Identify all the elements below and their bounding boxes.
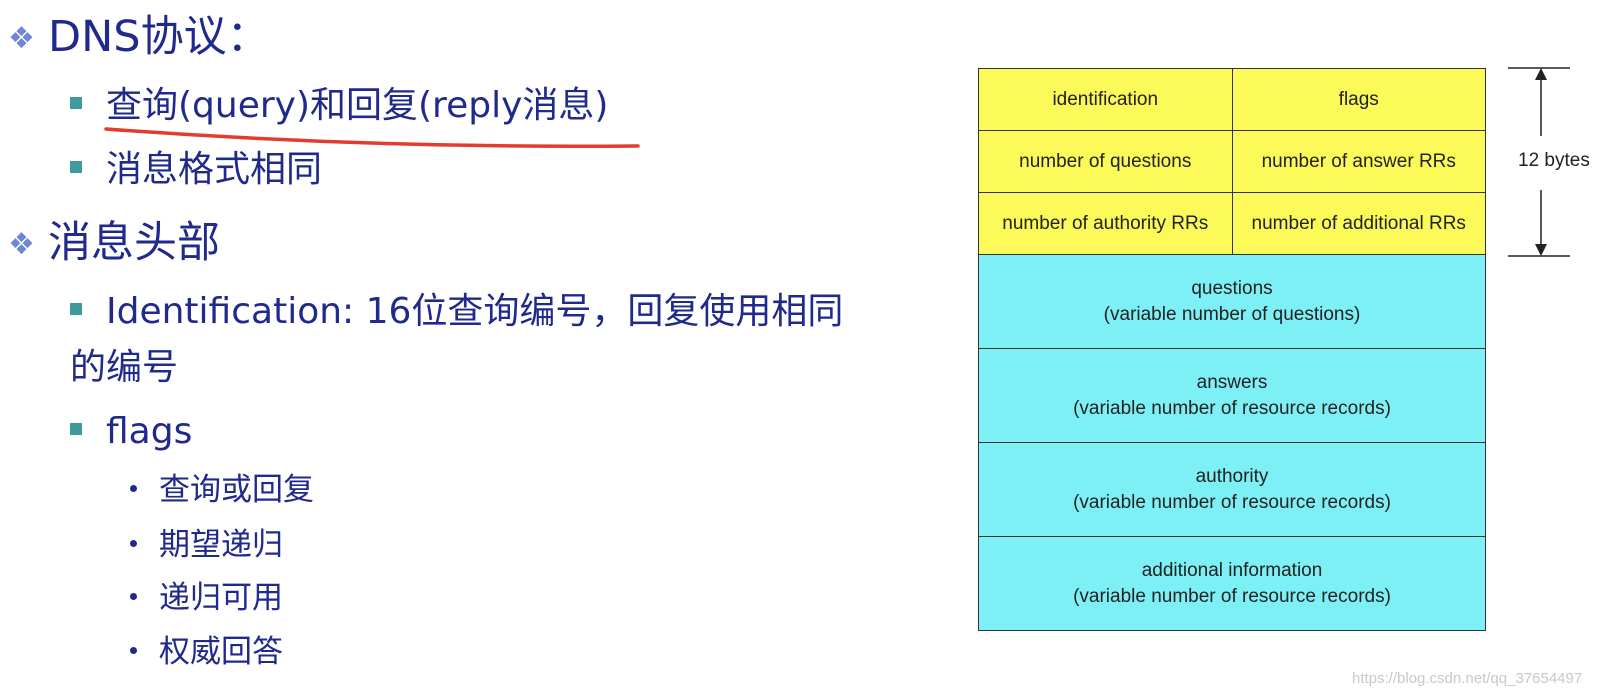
flags-item: 权威回答 xyxy=(130,632,283,672)
dot-bullet-icon xyxy=(130,485,137,492)
dot-bullet-icon xyxy=(130,540,137,547)
flags-item-text: 期望递归 xyxy=(159,527,283,563)
field-number-of-questions: number of questions xyxy=(978,130,1233,193)
field-identification: identification xyxy=(978,68,1233,131)
item-text: 消息格式相同 xyxy=(106,149,323,190)
square-bullet-icon xyxy=(70,161,82,173)
square-bullet-icon xyxy=(70,97,82,109)
header-row: number of questions number of answer RRs xyxy=(978,130,1486,193)
flags-item-text: 权威回答 xyxy=(159,634,283,670)
item-text: flags xyxy=(106,411,193,452)
item-text: Identification: 16位查询编号，回复使用相同的编号 xyxy=(70,291,844,388)
section-authority: authority (variable number of resource r… xyxy=(978,442,1486,537)
diamond-bullet-icon: ❖ xyxy=(8,227,35,262)
item-text: 查询(query)和回复(reply消息) xyxy=(106,85,609,126)
section-detail: (variable number of resource records) xyxy=(1073,397,1391,419)
dot-bullet-icon xyxy=(130,593,137,600)
outline-heading-dns: ❖ DNS协议： xyxy=(8,12,270,64)
section-additional-information: additional information (variable number … xyxy=(978,536,1486,631)
arrow-down-icon xyxy=(1535,244,1547,256)
heading-text: 消息头部 xyxy=(48,218,220,268)
heading-text: DNS协议： xyxy=(48,12,270,62)
outline-item-flags: flags xyxy=(70,404,192,460)
section-detail: (variable number of resource records) xyxy=(1073,491,1391,513)
section-row-answers: answers (variable number of resource rec… xyxy=(978,348,1486,443)
field-flags: flags xyxy=(1231,68,1486,131)
outline-heading-message-header: ❖ 消息头部 xyxy=(8,218,220,270)
section-title: additional information xyxy=(1141,559,1323,581)
dot-bullet-icon xyxy=(130,647,137,654)
section-title: authority xyxy=(1195,465,1269,487)
field-number-of-authority-rrs: number of authority RRs xyxy=(978,192,1233,255)
flags-item-text: 查询或回复 xyxy=(159,472,314,508)
field-number-of-answer-rrs: number of answer RRs xyxy=(1231,130,1486,193)
flags-item-text: 递归可用 xyxy=(159,580,283,616)
section-detail: (variable number of questions) xyxy=(1103,303,1361,325)
red-underline-annotation xyxy=(104,127,640,149)
flags-item: 查询或回复 xyxy=(130,470,314,510)
section-row-questions: questions (variable number of questions) xyxy=(978,254,1486,349)
arrow-up-icon xyxy=(1535,68,1547,80)
section-row-additional: additional information (variable number … xyxy=(978,536,1486,631)
square-bullet-icon xyxy=(70,303,82,315)
dns-message-format-diagram: identification flags number of questions… xyxy=(978,68,1486,631)
header-row: number of authority RRs number of additi… xyxy=(978,192,1486,255)
header-size-label: 12 bytes xyxy=(1518,150,1590,171)
header-row: identification flags xyxy=(978,68,1486,131)
section-questions: questions (variable number of questions) xyxy=(978,254,1486,349)
section-title: questions xyxy=(1191,277,1273,299)
flags-item: 递归可用 xyxy=(130,578,283,618)
section-detail: (variable number of resource records) xyxy=(1073,585,1391,607)
outline-item-identification: Identification: 16位查询编号，回复使用相同的编号 xyxy=(70,284,850,396)
square-bullet-icon xyxy=(70,423,82,435)
field-number-of-additional-rrs: number of additional RRs xyxy=(1231,192,1486,255)
outline-item-same-format: 消息格式相同 xyxy=(70,142,322,198)
section-row-authority: authority (variable number of resource r… xyxy=(978,442,1486,537)
outline-item-query-reply: 查询(query)和回复(reply消息) xyxy=(70,78,608,134)
flags-item: 期望递归 xyxy=(130,525,283,565)
section-title: answers xyxy=(1196,371,1268,393)
section-answers: answers (variable number of resource rec… xyxy=(978,348,1486,443)
watermark-url: https://blog.csdn.net/qq_37654497 xyxy=(1352,670,1583,687)
diamond-bullet-icon: ❖ xyxy=(8,21,35,56)
